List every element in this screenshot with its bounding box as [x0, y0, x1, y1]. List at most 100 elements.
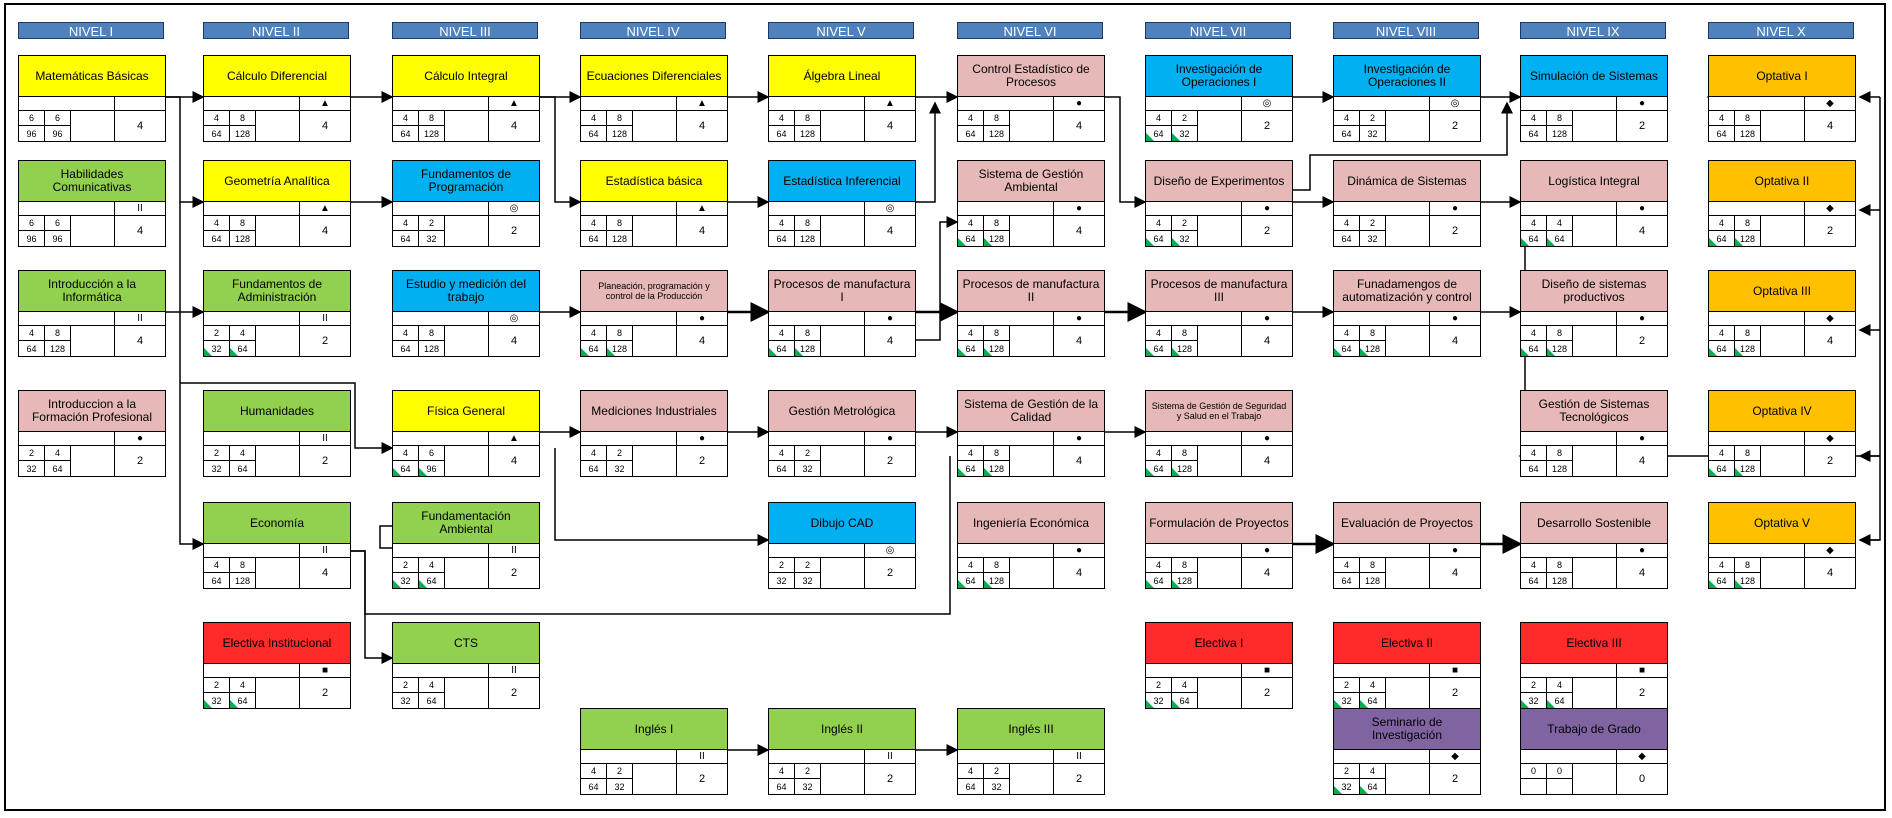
hours-theory: 4	[1709, 326, 1735, 341]
course-title: Sistema de Gestión Ambiental	[958, 161, 1104, 202]
course-title: Ecuaciones Diferenciales	[581, 56, 727, 97]
hours-theory-total: 32	[393, 693, 419, 708]
course-credits: 4	[510, 455, 518, 467]
course-ifp[interactable]: Introduccion a la Formación Profesional●…	[18, 390, 166, 477]
hours-practice-total: 96	[45, 231, 71, 246]
hours-practice: 2	[1360, 216, 1386, 231]
course-blank-row	[1709, 202, 1805, 216]
hours-practice-total: 128	[1172, 573, 1198, 588]
course-title: Simulación de Sistemas	[1521, 56, 1667, 97]
course-credits: 4	[1075, 455, 1083, 467]
course-credits: 2	[1451, 773, 1459, 785]
course-blank-cell	[1573, 678, 1617, 708]
course-credits: 4	[1451, 335, 1459, 347]
hours-theory-total: 64	[958, 779, 984, 794]
hours-practice: 8	[984, 446, 1010, 461]
course-blank-row	[581, 97, 677, 111]
course-title: Control Estadístico de Procesos	[958, 56, 1104, 97]
hours-practice-total: 128	[1547, 573, 1573, 588]
course-title: Formulación de Proyectos	[1146, 503, 1292, 544]
course-blank-cell	[1761, 216, 1805, 246]
hours-theory-total: 64	[1146, 341, 1172, 356]
hours-theory-total: 96	[19, 126, 45, 141]
course-sgss[interactable]: Sistema de Gestión de Seguridad y Salud …	[1145, 390, 1293, 477]
hours-practice: 2	[419, 216, 445, 231]
hours-practice: 4	[1360, 764, 1386, 779]
hours-theory: 2	[204, 446, 230, 461]
course-blank-cell	[256, 678, 300, 708]
hours-theory: 2	[1521, 678, 1547, 693]
course-blank-cell	[821, 216, 865, 246]
course-credits: 4	[1075, 225, 1083, 237]
course-title: Evaluación de Proyectos	[1334, 503, 1480, 544]
hours-theory-total: 64	[581, 779, 607, 794]
hours-theory: 4	[19, 326, 45, 341]
course-fac[interactable]: Funadamengos de automatización y control…	[1333, 270, 1481, 357]
course-title: Trabajo de Grado	[1521, 709, 1667, 750]
course-credits: 2	[1638, 687, 1646, 699]
hours-practice: 2	[795, 764, 821, 779]
curriculum-frame	[4, 3, 1886, 811]
hours-practice: 8	[1547, 446, 1573, 461]
hours-theory-total: 64	[1334, 573, 1360, 588]
course-type-symbol-icon: ●	[1617, 202, 1667, 216]
course-blank-cell	[1573, 446, 1617, 476]
course-ppc[interactable]: Planeación, programación y control de la…	[580, 270, 728, 357]
hours-theory: 4	[1521, 446, 1547, 461]
hours-theory: 4	[1146, 111, 1172, 126]
